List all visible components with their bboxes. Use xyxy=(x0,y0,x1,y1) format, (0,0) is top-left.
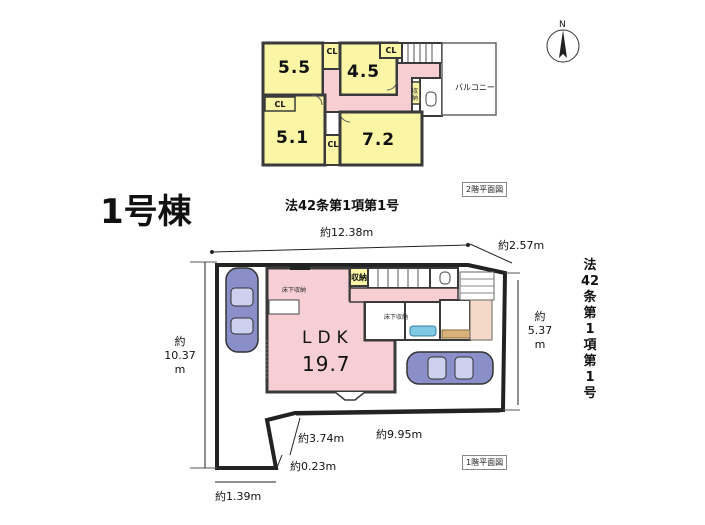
room-5-5-label: 5.5 xyxy=(278,58,312,78)
road-label-right-char: 第 xyxy=(583,354,597,369)
dim-left-height-prefix: 約 xyxy=(174,335,186,348)
road-label-right-char: 項 xyxy=(583,338,597,353)
parked-car-right-icon xyxy=(406,351,494,385)
closet-label-1: CL xyxy=(326,47,338,56)
dim-bottom-diag: 約3.74m xyxy=(298,432,345,445)
room-4-5-label: 4.5 xyxy=(347,62,381,82)
room-7-2-label: 7.2 xyxy=(362,130,396,150)
dim-top-width: 約12.38m xyxy=(320,226,374,239)
road-label-right-char: 42 xyxy=(580,274,600,289)
parked-car-left-icon xyxy=(225,267,259,353)
building-title: 1号棟 xyxy=(100,192,192,232)
dim-right-height-unit: m xyxy=(534,338,546,351)
dimension-lines xyxy=(204,243,519,483)
dim-left-height-value: 10.37 xyxy=(164,349,196,362)
dim-left-height-unit: m xyxy=(174,363,186,376)
road-label-top: 法42条第1項第1号 xyxy=(285,199,400,214)
closet-label-2: CL xyxy=(385,46,397,55)
second-floor-tag: 2階平面図 xyxy=(462,182,508,197)
road-label-right-char: 第 xyxy=(583,306,597,321)
compass-icon xyxy=(546,29,580,63)
road-label-right-char: 号 xyxy=(583,386,597,401)
road-label-right-char: 条 xyxy=(583,290,597,305)
second-floor-plan xyxy=(261,41,497,167)
dim-bottom-left: 約1.39m xyxy=(215,490,262,503)
dim-bottom-width: 約9.95m xyxy=(376,428,423,441)
dim-right-height: 約 5.37 m xyxy=(520,310,560,352)
site-boundary xyxy=(215,263,508,470)
dim-right-height-value: 5.37 xyxy=(527,324,553,337)
road-label-right-char: 1 xyxy=(585,370,595,385)
balcony-label: バルコニー xyxy=(455,83,495,92)
road-label-right-char: 法 xyxy=(583,258,597,273)
room-5-1-label: 5.1 xyxy=(276,128,310,148)
closet-label-3: CL xyxy=(274,100,286,109)
compass-north-label: N xyxy=(559,20,566,30)
second-floor-storage-label: 収納 xyxy=(412,88,419,102)
dim-right-height-prefix: 約 xyxy=(534,310,546,323)
dim-left-height: 約 10.37 m xyxy=(160,335,200,377)
first-floor-tag: 1階平面図 xyxy=(462,455,508,470)
dim-top-right: 約2.57m xyxy=(498,239,545,252)
first-floor-storage-label: 収納 xyxy=(351,273,367,282)
underfloor-storage-label-2: 床下収納 xyxy=(384,314,409,321)
road-label-right-char: 1 xyxy=(585,322,595,337)
dim-bottom-gap: 約0.23m xyxy=(290,460,337,473)
underfloor-storage-label-1: 床下収納 xyxy=(282,287,307,294)
first-floor-plan xyxy=(265,266,495,401)
ldk-label: LDK xyxy=(302,328,354,348)
ldk-size-label: 19.7 xyxy=(302,352,351,376)
closet-label-4: CL xyxy=(327,140,339,149)
